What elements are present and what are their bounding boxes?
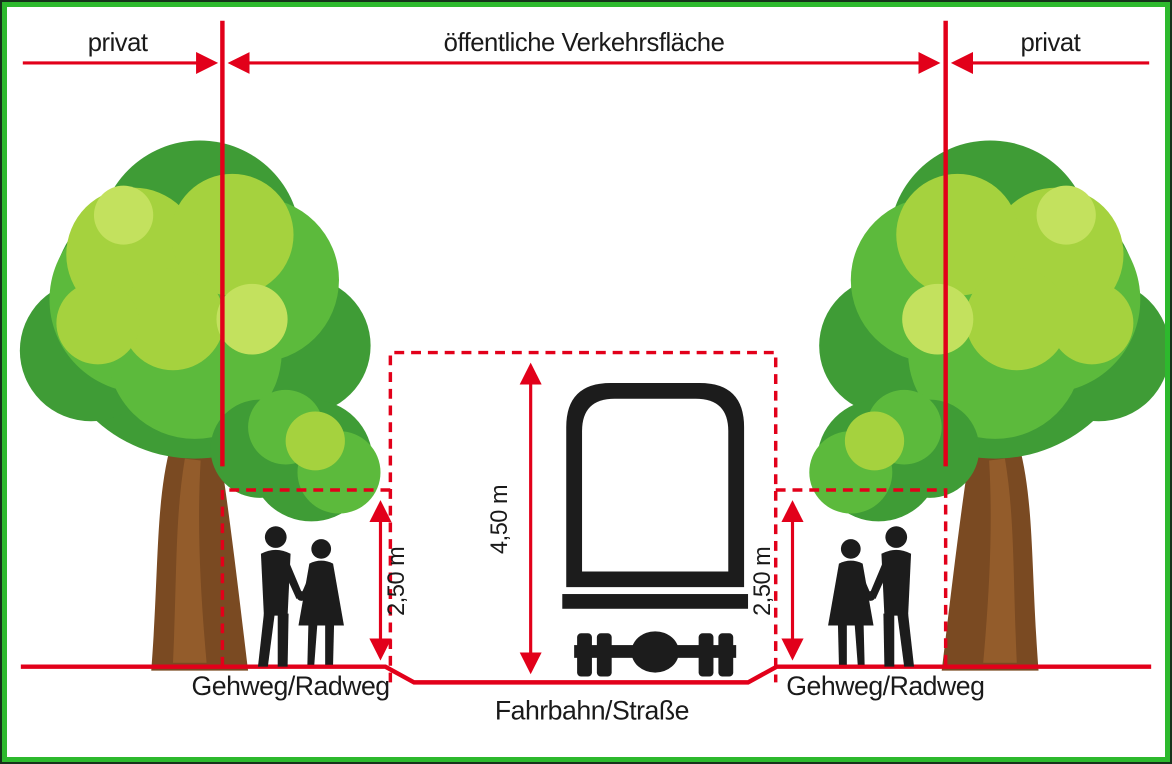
dimension-zone-public: öffentliche Verkehrsfläche (227, 29, 941, 74)
pedestrians-right-silhouette (828, 526, 915, 667)
truck-differential (631, 631, 679, 673)
label-zone-private-left: privat (88, 29, 148, 57)
dimension-clearance-road: 4,50 m (487, 362, 542, 675)
truck-bumper (562, 594, 749, 609)
label-road: Fahrbahn/Straße (495, 696, 689, 726)
label-sidewalk-right: Gehweg/Radweg (786, 671, 984, 701)
label-clearance-sidewalk-left: 2,50 m (384, 547, 410, 616)
clearance-outline-sidewalk-left (220, 488, 391, 667)
pedestrians-left-silhouette (257, 526, 344, 667)
label-sidewalk-left: Gehweg/Radweg (192, 671, 390, 701)
label-zone-private-right: privat (1020, 29, 1080, 57)
label-zone-public: öffentliche Verkehrsfläche (444, 29, 725, 57)
label-clearance-road: 4,50 m (487, 485, 513, 554)
label-clearance-sidewalk-right: 2,50 m (750, 547, 776, 616)
clearance-outline-road (388, 350, 778, 683)
dimension-zone-private-right: privat (950, 29, 1150, 74)
dimension-clearance-sidewalk-left: 2,50 m (369, 500, 410, 661)
clearance-outline-sidewalk-right (775, 488, 948, 667)
ground-line (20, 664, 1152, 685)
truck-silhouette (562, 382, 749, 677)
street-cross-section-diagram: privat öffentliche Verkehrsfläche privat… (19, 20, 1165, 726)
dimension-clearance-sidewalk-right: 2,50 m (750, 500, 804, 661)
dimension-zone-private-left: privat (22, 29, 219, 74)
